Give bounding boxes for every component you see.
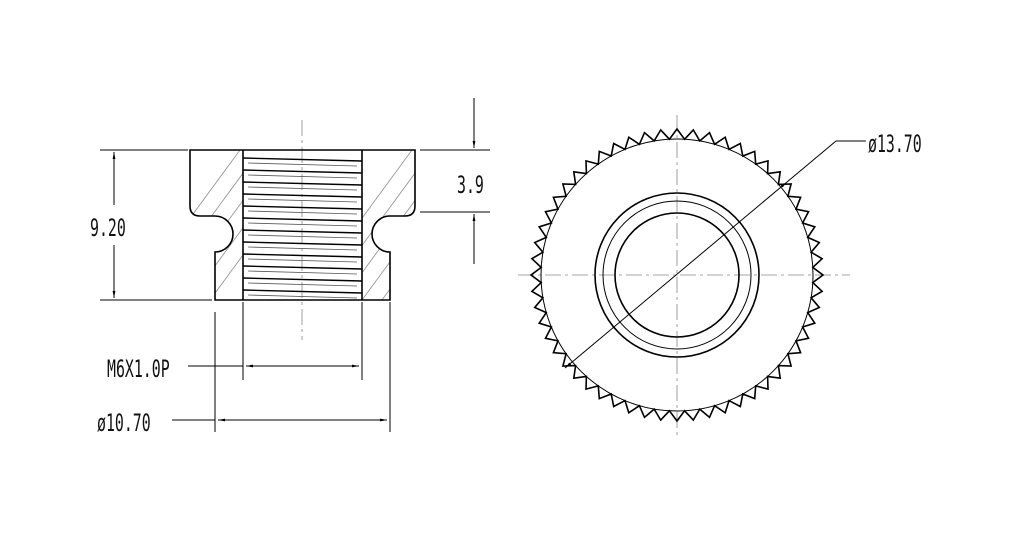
knurl-profile [529,127,825,423]
thread-line [242,265,363,270]
thread-line [242,277,363,282]
thread-line [247,258,358,263]
internal-threads [242,157,363,299]
thread-line [242,157,363,162]
knurl-root-circle [540,138,814,412]
thread-line [242,193,363,198]
dimension-knurl-diameter: ø13.70 [564,129,922,369]
thread-line [242,289,363,294]
thread-line [247,174,358,179]
part-outline [189,149,416,301]
thread-line [247,270,358,275]
flange-height-label: 3.9 [457,170,484,199]
body-diameter-label: ø10.70 [97,408,151,437]
thread-line [242,205,363,210]
thread-line [247,162,358,167]
thread-line [247,234,358,239]
thread-line [242,169,363,174]
thread-line [242,217,363,222]
knurl-diameter-label: ø13.70 [868,129,922,158]
section-view: 9.20 3.9 M6X1.0P ø10.70 [90,98,490,437]
dimension-flange-height: 3.9 [420,98,490,264]
thread-line [247,246,358,251]
thread-line [247,210,358,215]
dimension-body-diameter: ø10.70 [97,302,391,437]
end-view: ø13.70 [518,115,922,435]
section-hatching [190,150,243,300]
thread-line [247,282,358,287]
thread-line [242,181,363,186]
thread-line [242,229,363,234]
overall-height-label: 9.20 [90,213,126,242]
thread-spec-label: M6X1.0P [107,354,170,383]
dimension-overall-height: 9.20 [90,149,212,301]
dimension-thread: M6X1.0P [107,302,363,383]
thread-line [247,294,358,299]
thread-line [242,253,363,258]
thread-line [242,241,363,246]
thread-line [247,222,358,227]
thread-line [247,198,358,203]
thread-line [247,186,358,191]
